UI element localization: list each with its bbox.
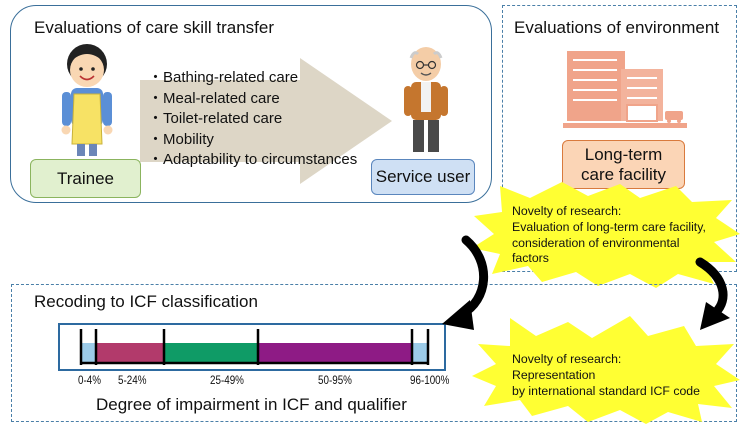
segment-96-100	[412, 343, 428, 363]
care-skill-panel-title: Evaluations of care skill transfer	[34, 18, 274, 37]
care-skill-panel	[10, 5, 492, 203]
segment-label-50-95: 50-95%	[318, 373, 352, 387]
service-user-label: Service user	[371, 159, 475, 195]
facility-label: Long-term care facility	[562, 140, 685, 189]
segment-5-24	[96, 343, 164, 363]
arrow-to-icf	[457, 235, 489, 319]
care-item: Toilet-related care	[148, 109, 357, 130]
novelty-1-line: factors	[512, 251, 549, 266]
segment-label-0-4: 0-4%	[78, 373, 101, 387]
novelty-2-line: by international standard ICF code	[512, 383, 700, 398]
arrow-to-icf-head	[442, 300, 474, 330]
care-item: Meal-related care	[148, 89, 357, 110]
arrow-to-novelty-head	[700, 302, 730, 330]
novelty-1-line: Evaluation of long-term care facility,	[512, 219, 706, 234]
service-user-figure	[404, 47, 448, 152]
segment-label-5-24: 5-24%	[118, 373, 147, 387]
arrow-to-novelty	[695, 257, 728, 317]
icf-qualifier-bar	[58, 323, 446, 371]
novelty-text-2: Novelty of research: Representation by i…	[512, 352, 700, 399]
novelty-burst-1	[472, 182, 740, 288]
novelty-1-line: Novelty of research:	[512, 204, 622, 218]
facility-label-line1: Long-term	[584, 144, 663, 164]
segment-50-95	[258, 343, 412, 363]
facility-label-line2: care facility	[580, 164, 667, 184]
segment-label-96-100: 96-100%	[410, 373, 450, 387]
environment-panel-title: Evaluations of environment	[514, 18, 720, 37]
segment-25-49	[164, 343, 258, 363]
icf-panel-title: Recoding to ICF classification	[34, 292, 258, 311]
novelty-text-1: Novelty of research: Evaluation of long-…	[512, 204, 706, 267]
care-item: Bathing-related care	[148, 68, 357, 89]
novelty-burst-2	[472, 316, 740, 424]
trainee-figure	[61, 44, 113, 156]
care-item: Adaptability to circumstances	[148, 150, 357, 171]
novelty-2-line: Novelty of research:	[512, 352, 622, 366]
icf-caption: Degree of impairment in ICF and qualifie…	[96, 395, 407, 414]
care-items-list: Bathing-related care Meal-related care T…	[148, 68, 357, 171]
facility-building-icon	[563, 51, 687, 128]
novelty-1-line: consideration of environmental	[512, 235, 680, 250]
novelty-2-line: Representation	[512, 367, 596, 382]
icf-panel	[11, 284, 737, 422]
care-item: Mobility	[148, 130, 357, 151]
segment-label-25-49: 25-49%	[210, 373, 244, 387]
segment-0-4	[81, 343, 96, 363]
trainee-label: Trainee	[30, 159, 141, 198]
